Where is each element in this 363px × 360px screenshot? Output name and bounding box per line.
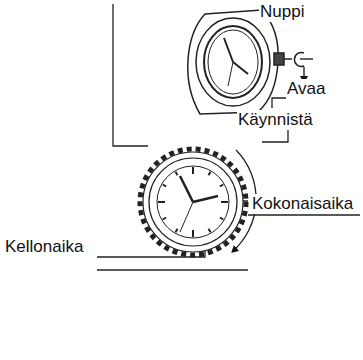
knob-label: Nuppi: [259, 2, 305, 22]
dial-tick: [192, 230, 194, 237]
dial-tick: [163, 218, 166, 220]
crown-pulled: [294, 52, 313, 82]
dial-tick: [221, 201, 228, 203]
dial-tick: [163, 185, 166, 187]
dial-tick: [209, 172, 211, 175]
dial-tick: [220, 185, 223, 187]
dial-tick: [220, 218, 223, 220]
bezel-watch: [140, 149, 256, 255]
clock-time-label: Kellonaika: [4, 237, 84, 257]
dial-tick: [209, 229, 211, 232]
start-label: Käynnistä: [237, 110, 314, 130]
watch-case: [188, 10, 292, 114]
dial-tick: [176, 229, 178, 232]
elapsed-label: Kokonaisaika: [251, 194, 354, 214]
dial-tick: [176, 172, 178, 175]
open-label: Avaa: [286, 79, 326, 99]
dial-tick: [192, 167, 194, 174]
dial-tick: [158, 201, 165, 203]
bracket-lines: [97, 4, 360, 270]
